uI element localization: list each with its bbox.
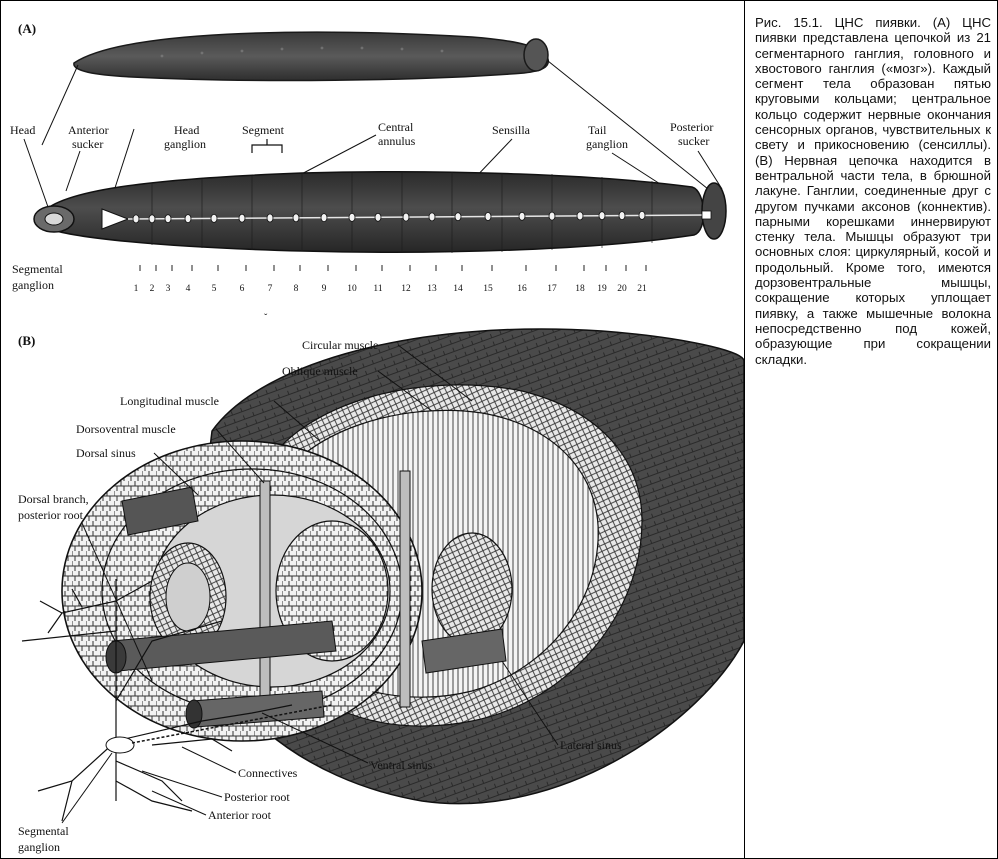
leech-illustration: (A) Head Anterior sucker Head ganglion S… [2,1,744,858]
segmental-ganglion-5 [211,214,217,222]
segment-number-5: 5 [212,284,217,294]
panel-b-letter: (B) [18,333,35,348]
segmental-ganglion-10 [349,213,355,221]
label-segmental-ganglion-a-2: ganglion [12,278,54,292]
segmental-ganglion-3 [165,215,171,223]
label-dorsal-branch-1: Dorsal branch, [18,492,89,506]
tail-ganglion [702,211,711,219]
label-dorsal-sinus: Dorsal sinus [76,446,136,460]
segmental-ganglion-8 [293,214,299,222]
label-posterior-sucker-2: sucker [678,134,709,148]
panel-a-letter: (A) [18,21,36,36]
label-connectives: Connectives [238,766,298,780]
leech-dorsal-view [74,32,548,80]
segmental-ganglion-18 [577,212,583,220]
label-tail-ganglion-1: Tail [588,123,607,137]
dorsoventral-muscle [260,481,270,701]
caption-cell: Рис. 15.1. ЦНС пиявки. (А) ЦНС пиявки пр… [747,1,997,858]
segment-number-13: 13 [427,284,437,294]
segment-number-17: 17 [547,284,557,294]
segment-number-18: 18 [575,284,585,294]
segment-number-21: 21 [637,284,647,294]
figure-caption: Рис. 15.1. ЦНС пиявки. (А) ЦНС пиявки пр… [747,1,997,367]
segmental-ganglion-9 [321,214,327,222]
label-head-ganglion-1: Head [174,123,199,137]
label-head: Head [10,123,35,137]
segmental-ganglion-21 [639,211,645,219]
segment-number-1: 1 [134,284,139,294]
label-circular-muscle: Circular muscle [302,338,378,352]
label-anterior-sucker-2: sucker [72,137,103,151]
label-posterior-sucker-1: Posterior [670,120,713,134]
label-segment: Segment [242,123,285,137]
segment-number-20: 20 [617,284,627,294]
label-head-ganglion-2: ganglion [164,137,206,151]
label-dorsal-branch-2: posterior root [18,508,84,522]
label-ventral-sinus: Ventral sinus [370,758,433,772]
segmental-ganglion-17 [549,212,555,220]
label-central-annulus-2: annulus [378,134,416,148]
segmental-ganglion-15 [485,213,491,221]
segmental-ganglion-19 [599,212,605,220]
segment-number-16: 16 [517,284,527,294]
label-sensilla: Sensilla [492,123,531,137]
segmental-ganglion-2 [149,215,155,223]
segmental-ganglion-11 [375,213,381,221]
label-segmental-ganglion-a-1: Segmental [12,262,63,276]
segment-number-3: 3 [166,284,171,294]
segment-number-14: 14 [453,284,463,294]
segment-number-6: 6 [240,284,245,294]
label-longitudinal-muscle: Longitudinal muscle [120,394,219,408]
label-lateral-sinus: Lateral sinus [560,738,622,752]
segment-number-19: 19 [597,284,607,294]
segment-number-2: 2 [150,284,155,294]
leech-posterior-sucker-top [524,39,548,71]
segment-ticks [140,265,646,271]
segment-number-9: 9 [322,284,327,294]
segment-number-10: 10 [347,284,357,294]
right-crop [432,533,512,645]
label-oblique-muscle: Oblique muscle [282,364,358,378]
segmental-ganglion-14 [455,213,461,221]
label-tail-ganglion-2: ganglion [586,137,628,151]
segmental-ganglion-7 [267,214,273,222]
segment-number-7: 7 [268,284,273,294]
label-segmental-ganglion-b-1: Segmental [18,824,69,838]
segmental-ganglion-6 [239,214,245,222]
label-posterior-root: Posterior root [224,790,290,804]
tick-mark: ˇ [264,313,268,324]
segmental-ganglion-1 [133,215,139,223]
segmental-ganglion-4 [185,215,191,223]
segmental-ganglion-16 [519,212,525,220]
segmental-ganglion-13 [429,213,435,221]
segment-number-15: 15 [483,284,493,294]
figure-image: (A) Head Anterior sucker Head ganglion S… [2,1,745,858]
segment-bracket [252,139,282,153]
label-anterior-root: Anterior root [208,808,272,822]
label-anterior-sucker-1: Anterior [68,123,109,137]
label-dorsoventral-muscle: Dorsoventral muscle [76,422,176,436]
segmental-ganglion-b [106,737,134,753]
segmental-ganglion-12 [403,213,409,221]
segment-number-11: 11 [373,284,382,294]
segment-number-4: 4 [186,284,191,294]
label-segmental-ganglion-b-2: ganglion [18,840,60,854]
segment-number-8: 8 [294,284,299,294]
segment-number-12: 12 [401,284,411,294]
label-central-annulus-1: Central [378,120,414,134]
segmental-ganglion-20 [619,212,625,220]
